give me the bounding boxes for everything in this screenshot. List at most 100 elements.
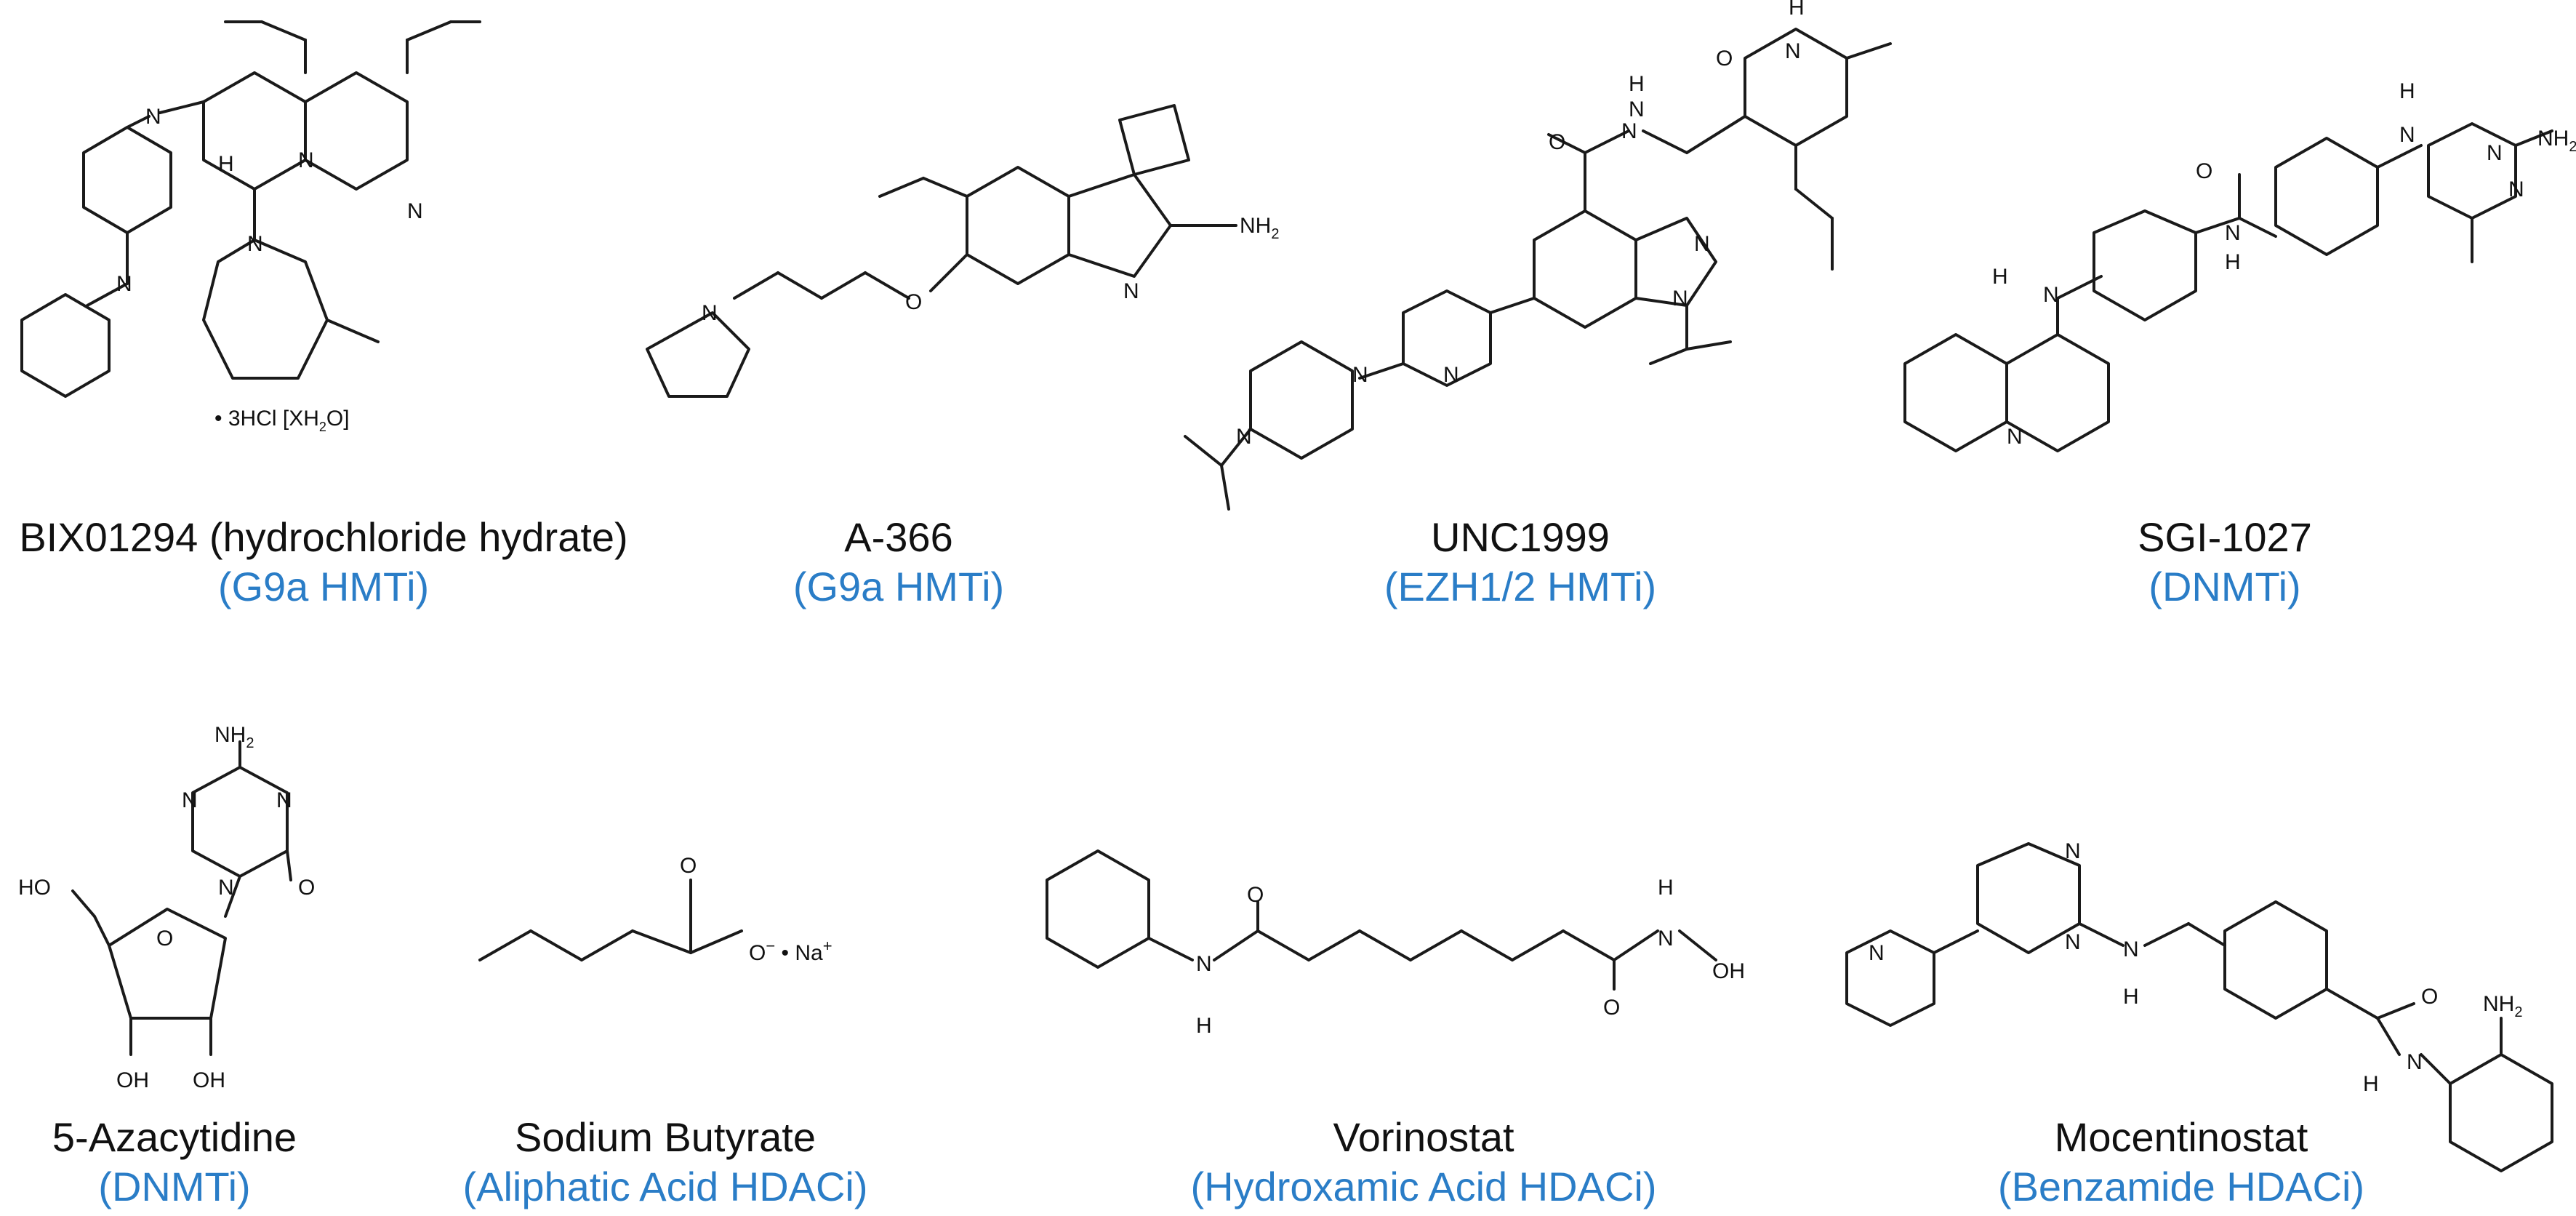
- vorinostat-atom: N: [1196, 952, 1212, 976]
- a366-benzene-ring: [966, 166, 1070, 285]
- butyrate-atom: O: [680, 854, 697, 878]
- compound-class: (EZH1/2 HMTi): [1384, 564, 1657, 609]
- bix-salt-label: • 3HCl [XH2O]: [214, 407, 350, 434]
- moce-atom: H: [2123, 985, 2139, 1009]
- moce-pyridine-ring: [1845, 929, 1935, 1027]
- aza-atom: OH: [116, 1068, 149, 1092]
- sgi-atom: N: [2508, 177, 2524, 201]
- moce-pyrimidine-ring: [1976, 842, 2081, 954]
- vorinostat-atom: O: [1603, 996, 1620, 1020]
- sgi-atom: O: [2196, 159, 2212, 183]
- aza-atom: N: [276, 788, 292, 812]
- caption-vorinostat: Vorinostat (Hydroxamic Acid HDACi): [1060, 1113, 1787, 1212]
- unc-atom: N: [1236, 425, 1252, 449]
- moce-atom: N: [2065, 930, 2081, 954]
- caption-sodium-butyrate: Sodium Butyrate (Aliphatic Acid HDACi): [302, 1113, 1029, 1212]
- a366-atom: N: [1123, 279, 1139, 303]
- sgi-atom: H: [1992, 265, 2008, 289]
- moce-atom: N: [2407, 1050, 2423, 1074]
- caption-a-366: A-366 (G9a HMTi): [535, 513, 1262, 612]
- a366-pyrroline-ring: [1067, 173, 1172, 278]
- aza-atom: NH2: [214, 723, 254, 751]
- caption-bix01294: BIX01294 (hydrochloride hydrate) (G9a HM…: [0, 513, 687, 612]
- sgi-atom: N: [2043, 283, 2059, 307]
- compound-class: (G9a HMTi): [217, 564, 430, 609]
- bix-benzo-ring: [304, 71, 409, 191]
- caption-mocetinostat: Mocentinostat (Benzamide HDACi): [1818, 1113, 2545, 1212]
- unc-atom: N: [1352, 363, 1368, 387]
- structure-sodium-butyrate: O O− • Na+: [478, 854, 832, 965]
- aza-atom: OH: [193, 1068, 225, 1092]
- vorinostat-atom: O: [1247, 883, 1264, 907]
- aza-atom: O: [156, 927, 173, 951]
- structure-vorinostat: N H O O N H OH: [1046, 849, 1745, 1038]
- unc-atom: H: [1789, 0, 1805, 20]
- unc-atom: O: [1549, 130, 1565, 154]
- structure-5-azacytidine: HO O N N N O NH2 OH OH: [18, 723, 315, 1092]
- sgi-atom: N: [2007, 425, 2023, 449]
- unc-atom: N: [1694, 232, 1710, 256]
- bix-atom: N: [116, 272, 132, 296]
- compound-name: A-366: [844, 514, 953, 560]
- bix-piperidine-ring: [82, 126, 172, 234]
- aza-atom: N: [182, 788, 198, 812]
- unc-atom: H: [1629, 72, 1645, 96]
- sgi-atom: H: [2225, 250, 2241, 274]
- vorinostat-phenyl-ring: [1046, 849, 1150, 969]
- moce-atom: H: [2363, 1072, 2379, 1096]
- moce-atom: N: [1869, 941, 1885, 965]
- compound-name: BIX01294 (hydrochloride hydrate): [19, 514, 628, 560]
- bix-atom: N: [407, 199, 423, 223]
- moce-benzene-ring: [2223, 900, 2328, 1020]
- unc-atom: N: [1443, 363, 1459, 387]
- compound-name: Vorinostat: [1333, 1114, 1514, 1160]
- compound-name: SGI-1027: [2138, 514, 2312, 560]
- aza-triazine-ring: [191, 766, 289, 878]
- aza-atom: N: [218, 876, 234, 900]
- unc-pyrazole-ring: [1634, 217, 1717, 307]
- moce-atom: N: [2123, 937, 2139, 961]
- a366-atom: N: [702, 301, 718, 325]
- vorinostat-atom: N: [1658, 927, 1674, 951]
- unc-atom: N: [1629, 97, 1645, 121]
- aza-atom: O: [298, 876, 315, 900]
- bix-diazepane-ring: [202, 239, 329, 380]
- unc-piperazine-ring: [1249, 340, 1354, 460]
- sgi-pyrimidine-ring: [2427, 122, 2517, 220]
- structure-bix01294: N N N N H N • 3HCl [XH2O]: [20, 20, 481, 434]
- sgi-aniline-ring: [2093, 209, 2197, 321]
- a366-cyclobutane-ring: [1118, 104, 1190, 176]
- unc-benzene-ring: [1533, 209, 1637, 329]
- compound-class: (DNMTi): [2148, 564, 2301, 609]
- unc-atom: O: [1716, 47, 1733, 71]
- sgi-atom: NH2: [2537, 127, 2576, 155]
- compound-class: (DNMTi): [98, 1164, 251, 1209]
- unc-pyridine-ring: [1402, 289, 1492, 387]
- caption-sgi-1027: SGI-1027 (DNMTi): [1861, 513, 2576, 612]
- compound-name: 5-Azacytidine: [52, 1114, 297, 1160]
- vorinostat-atom: H: [1658, 876, 1674, 900]
- structure-unc1999: N N N N N N O N H O N H: [1184, 0, 1892, 511]
- bix-atom: N: [145, 105, 161, 129]
- sgi-atom: N: [2487, 141, 2503, 165]
- aza-atom: HO: [18, 876, 51, 900]
- bix-atom: H: [218, 152, 234, 176]
- moce-atom: NH2: [2483, 992, 2522, 1020]
- compound-class: (Aliphatic Acid HDACi): [462, 1164, 868, 1209]
- vorinostat-atom: H: [1196, 1014, 1212, 1038]
- unc-atom: N: [1672, 287, 1688, 311]
- bix-benzyl-ring: [20, 293, 111, 398]
- unc-atom: N: [1785, 39, 1801, 63]
- compound-name: Sodium Butyrate: [515, 1114, 816, 1160]
- compound-class: (Hydroxamic Acid HDACi): [1190, 1164, 1657, 1209]
- aza-ribose-ring: [108, 908, 227, 1020]
- caption-unc1999: UNC1999 (EZH1/2 HMTi): [1157, 513, 1884, 612]
- a366-pyrrolidine-ring: [646, 311, 750, 398]
- a366-atom: NH2: [1240, 214, 1279, 242]
- moce-atom: O: [2421, 985, 2438, 1009]
- structure-a-366: N O N NH2: [646, 104, 1279, 398]
- structure-mocetinostat: N N N N H O N H NH2: [1845, 839, 2553, 1172]
- butyrate-atom: O− • Na+: [749, 937, 832, 965]
- caption-5-azacytidine: 5-Azacytidine (DNMTi): [0, 1113, 538, 1212]
